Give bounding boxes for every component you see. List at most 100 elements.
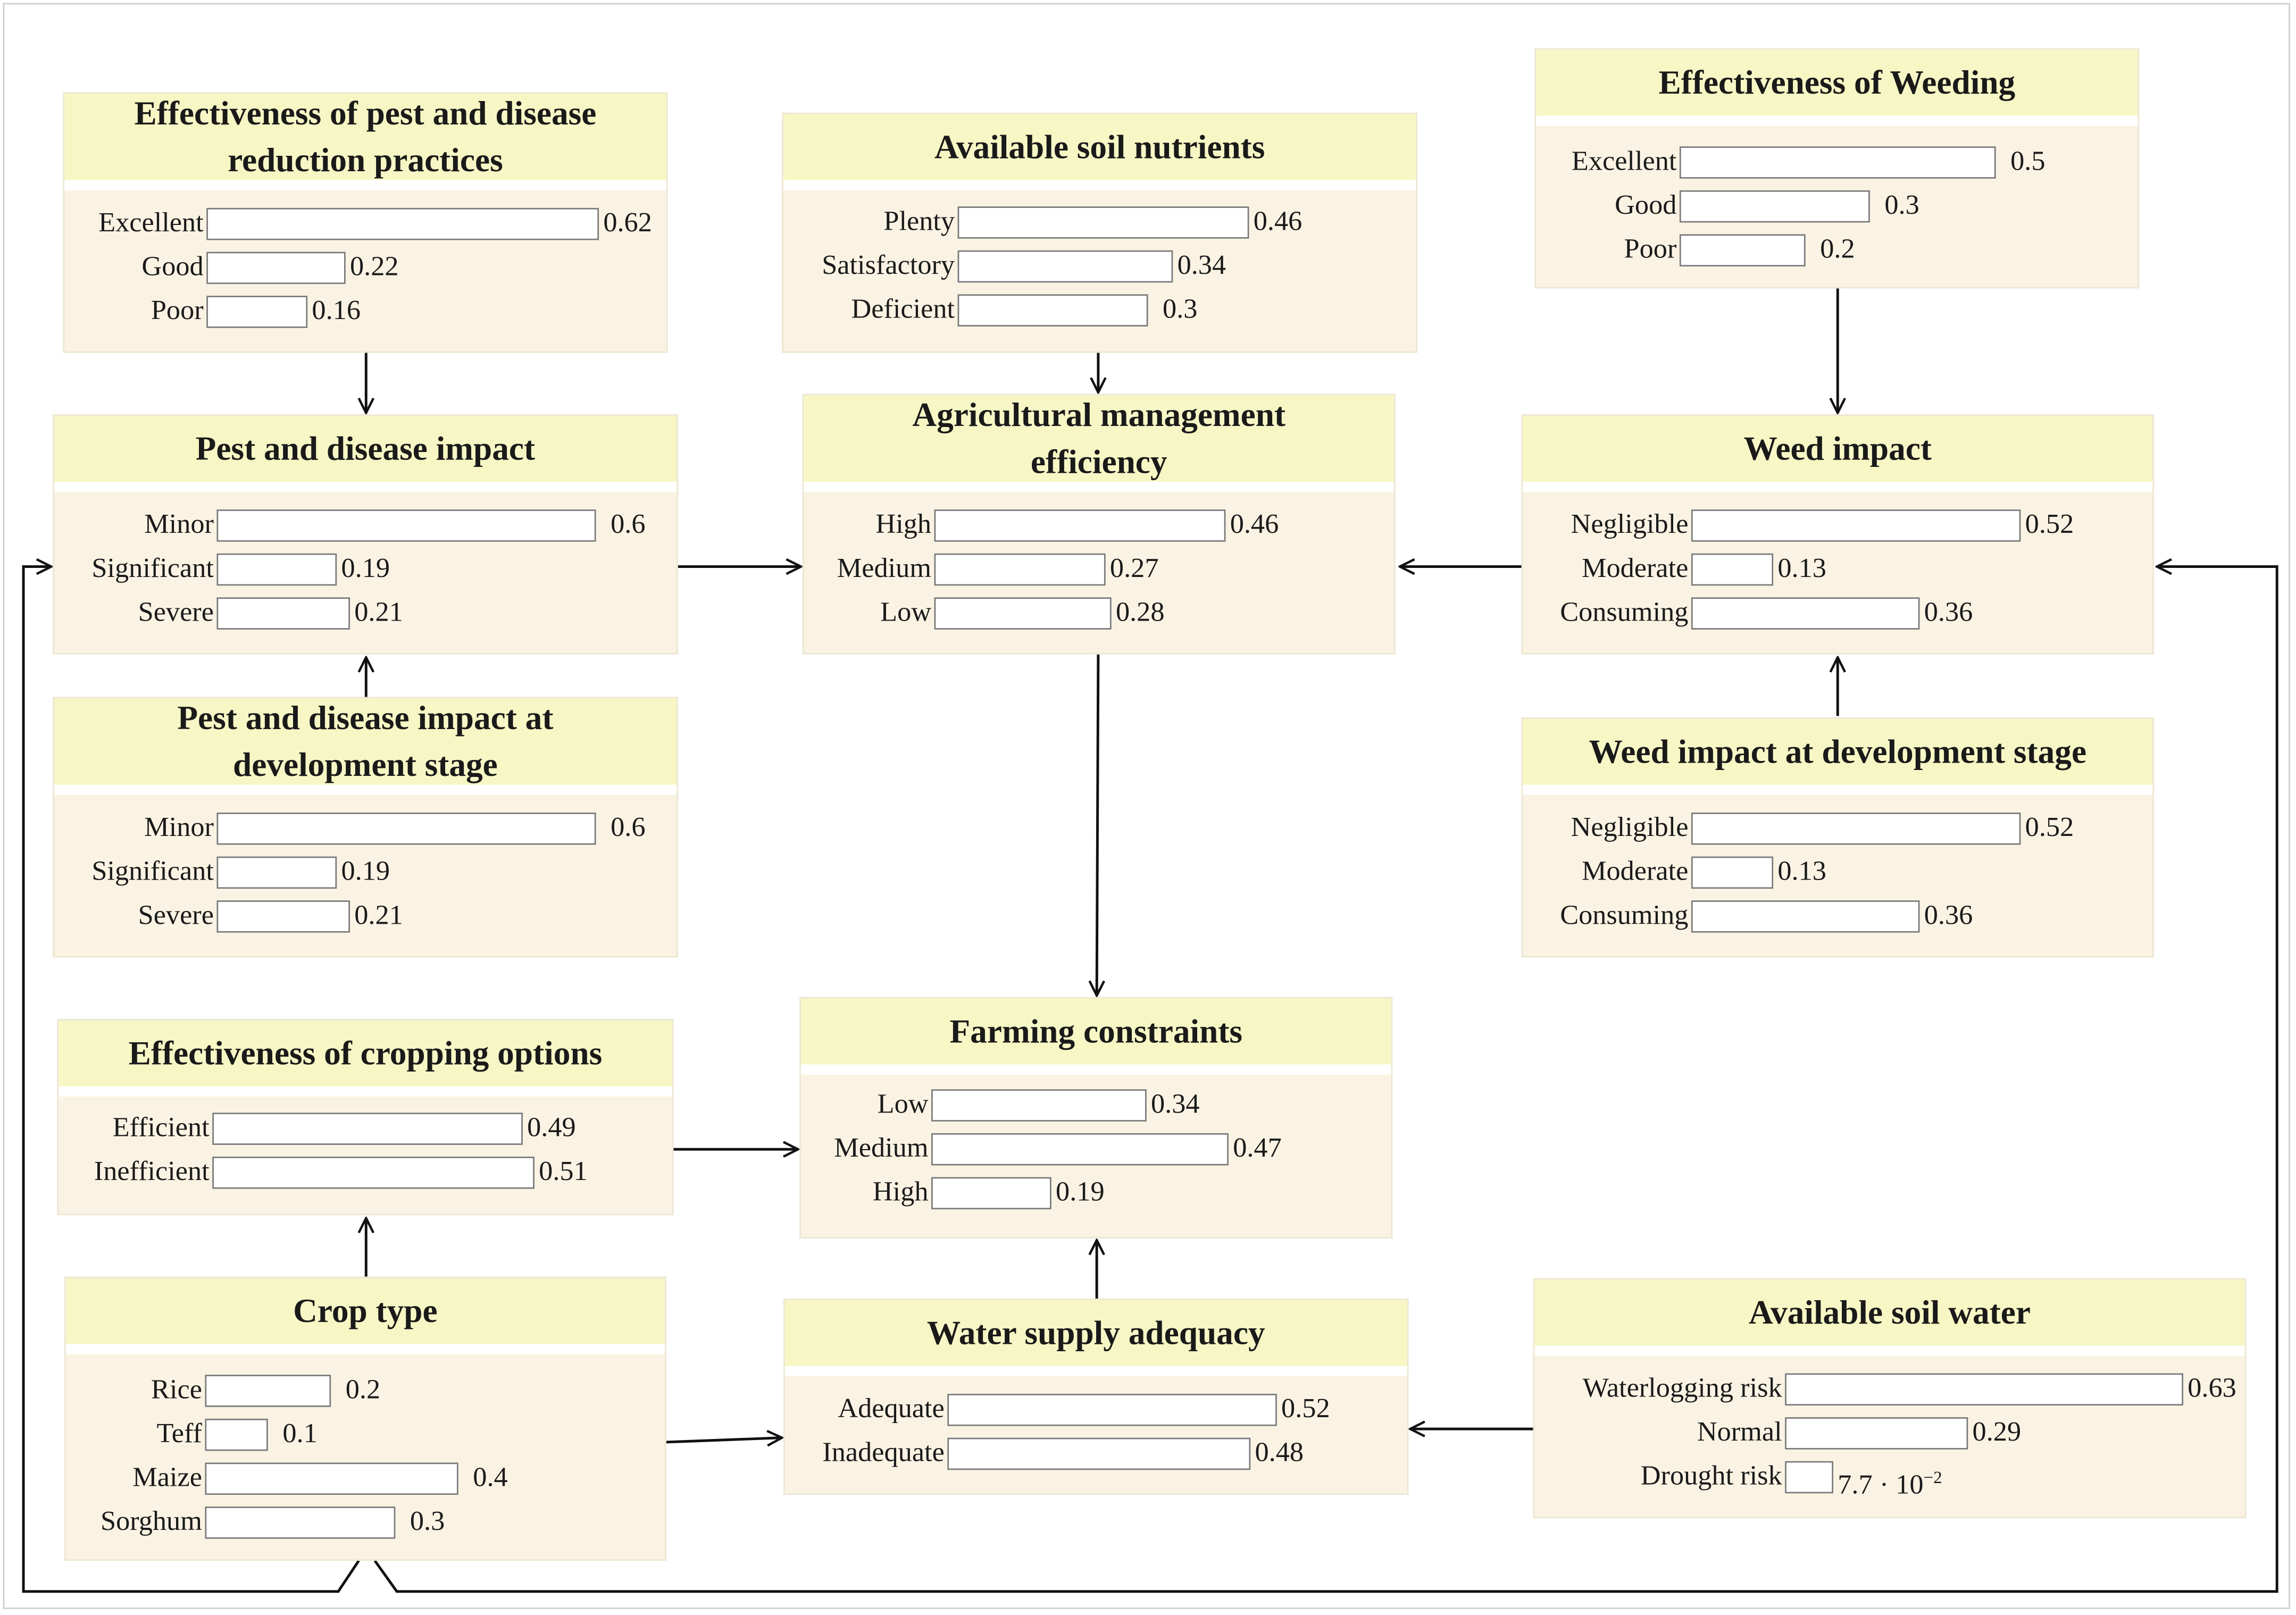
probability-bar	[1679, 190, 1870, 223]
state-label: Rice	[151, 1375, 202, 1406]
probability-bar	[212, 1112, 523, 1145]
probability-value: 0.52	[2025, 813, 2074, 843]
state-label: Moderate	[1581, 856, 1689, 888]
probability-value: 0.6	[611, 813, 646, 843]
probability-bar	[216, 900, 350, 933]
probability-bar	[934, 553, 1106, 586]
probability-bar	[206, 296, 308, 328]
state-label: Medium	[837, 553, 932, 584]
probability-bar	[1691, 900, 1920, 933]
state-label: Significant	[91, 553, 214, 584]
state-label: Consuming	[1560, 597, 1689, 629]
probability-bar	[1785, 1417, 1968, 1450]
probability-bar	[931, 1089, 1147, 1122]
state-row: Adequate 0.52	[785, 1388, 1407, 1432]
edge-crop-type-feedback-loop-right	[373, 566, 2278, 1593]
state-label: Efficient	[112, 1112, 210, 1144]
state-label: Adequate	[838, 1394, 945, 1425]
node-title: Effectiveness of cropping options	[59, 1020, 672, 1097]
probability-bar	[205, 1375, 331, 1407]
state-row: Excellent 0.5	[1536, 140, 2138, 185]
node-title: Pest and disease impact at development s…	[54, 698, 677, 795]
state-row: Negligible 0.52	[1523, 807, 2152, 851]
probability-value: 0.22	[350, 252, 399, 283]
node-pest-dev[interactable]: Pest and disease impact at development s…	[53, 697, 678, 958]
probability-bar	[1691, 597, 1920, 630]
probability-value: 0.5	[2010, 146, 2045, 178]
state-label: Inadequate	[822, 1437, 945, 1469]
probability-value: 0.21	[354, 900, 403, 932]
node-title: Pest and disease impact	[54, 415, 677, 492]
probability-value: 0.46	[1230, 509, 1279, 540]
state-label: Excellent	[98, 207, 204, 239]
probability-bar	[1679, 234, 1806, 267]
probability-value: 0.16	[312, 296, 361, 327]
probability-value: 0.27	[1109, 553, 1159, 584]
probability-value: 0.62	[603, 207, 652, 239]
edge-mgmt-to-farming-constraints	[1097, 654, 1098, 995]
probability-value: 0.3	[410, 1507, 445, 1537]
probability-bar	[1691, 509, 2021, 542]
probability-bar	[212, 1157, 535, 1189]
state-row: Minor 0.6	[54, 504, 677, 548]
probability-value: 0.3	[1884, 190, 1919, 221]
node-cropping-options[interactable]: Effectiveness of cropping options Effici…	[57, 1019, 674, 1216]
exponent: −2	[1923, 1467, 1942, 1488]
state-label: Poor	[1624, 234, 1677, 265]
state-label: Excellent	[1571, 146, 1677, 178]
probability-bar	[947, 1394, 1277, 1426]
node-title: Crop type	[65, 1278, 665, 1354]
node-title: Available soil water	[1534, 1279, 2245, 1356]
node-title: Weed impact	[1523, 415, 2153, 492]
state-label: Low	[877, 1089, 929, 1120]
probability-bar	[206, 252, 346, 284]
probability-bar	[216, 597, 350, 630]
probability-value: 0.36	[1924, 900, 1973, 932]
state-label: Negligible	[1571, 813, 1689, 843]
probability-bar	[947, 1437, 1251, 1470]
state-label: Minor	[144, 509, 214, 540]
state-label: Medium	[834, 1133, 929, 1164]
node-weed-dev[interactable]: Weed impact at development stage Negligi…	[1521, 717, 2154, 958]
state-label: Maize	[132, 1462, 202, 1494]
state-label: Inefficient	[94, 1157, 210, 1187]
state-label: Drought risk	[1640, 1461, 1782, 1492]
probability-value: 0.34	[1151, 1089, 1200, 1120]
probability-value: 0.46	[1253, 206, 1303, 238]
probability-value: 0.52	[1281, 1394, 1330, 1425]
probability-bar	[205, 1462, 458, 1495]
node-pest-practices[interactable]: Effectiveness of pest and disease reduct…	[63, 92, 668, 353]
probability-value: 0.6	[611, 509, 646, 540]
probability-value: 0.1	[282, 1418, 318, 1450]
